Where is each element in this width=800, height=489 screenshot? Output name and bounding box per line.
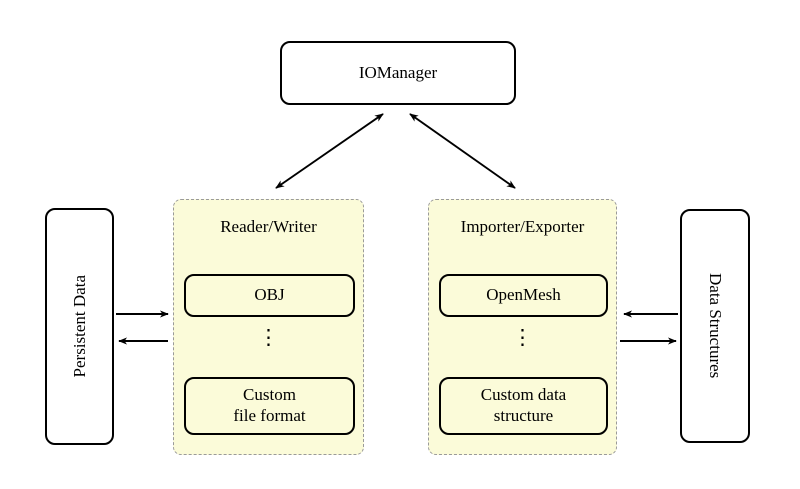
reader-writer-ellipsis: ⋮ bbox=[258, 325, 279, 349]
importer-exporter-panel: Importer/Exporter OpenMesh ⋮ Custom data… bbox=[428, 199, 617, 455]
importer-exporter-ellipsis: ⋮ bbox=[512, 325, 533, 349]
openmesh-label: OpenMesh bbox=[486, 285, 561, 305]
obj-label: OBJ bbox=[254, 285, 285, 305]
reader-writer-panel: Reader/Writer OBJ ⋮ Custom file format bbox=[173, 199, 364, 455]
data-structures-label: Data Structures bbox=[706, 273, 725, 379]
openmesh-box: OpenMesh bbox=[439, 274, 608, 317]
custom-file-format-label: Custom file format bbox=[233, 385, 306, 425]
persistent-data-label: Persistent Data bbox=[69, 275, 89, 378]
iomanager-box: IOManager bbox=[280, 41, 516, 105]
custom-data-structure-box: Custom data structure bbox=[439, 377, 608, 435]
reader-writer-title: Reader/Writer bbox=[220, 217, 317, 236]
custom-file-format-box: Custom file format bbox=[184, 377, 355, 435]
arrow-iomanager-importer-exporter bbox=[409, 113, 516, 189]
obj-box: OBJ bbox=[184, 274, 355, 317]
data-structures-box: Data Structures bbox=[680, 209, 750, 443]
iomanager-label: IOManager bbox=[358, 63, 438, 82]
arrow-iomanager-reader-writer bbox=[275, 113, 384, 189]
importer-exporter-title: Importer/Exporter bbox=[460, 217, 585, 236]
persistent-data-box: Persistent Data bbox=[45, 208, 114, 445]
custom-data-structure-label: Custom data structure bbox=[480, 385, 567, 425]
